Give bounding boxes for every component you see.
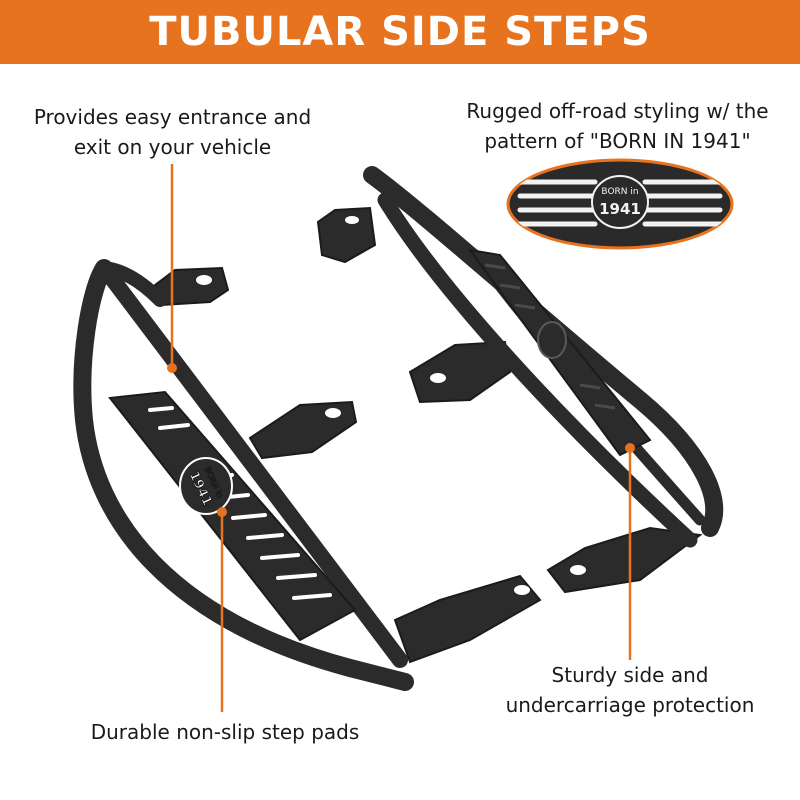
right-badge	[537, 321, 567, 359]
left-side-step: BORN in 1941	[73, 259, 542, 691]
right-bracket-front	[546, 526, 703, 594]
callout-easy-entrance: Provides easy entrance and exit on your …	[10, 102, 335, 162]
callout-side-protection: Sturdy side and undercarriage protection	[480, 660, 780, 720]
left-step-slots	[148, 406, 332, 600]
callout-easy-entrance-line1: Provides easy entrance and	[33, 105, 312, 129]
callout-rugged-styling-line1: Rugged off-road styling w/ the	[466, 99, 769, 123]
callout-side-protection-line1: Sturdy side and	[551, 663, 709, 687]
inset-badge	[591, 175, 649, 229]
leader-dot-side-protection	[625, 443, 635, 453]
callout-rugged-styling-line2: pattern of "BORN IN 1941"	[484, 129, 751, 153]
inset-badge-line2: 1941	[599, 200, 641, 218]
inset-slots	[517, 179, 723, 227]
left-outer-tube	[73, 259, 414, 691]
left-upper-tube	[97, 261, 167, 307]
callout-step-pads-line1: Durable non-slip step pads	[90, 720, 360, 744]
page-title: TUBULAR SIDE STEPS	[149, 9, 651, 55]
right-step-slots	[484, 263, 616, 410]
callout-leaders	[167, 164, 635, 712]
left-inner-tube	[96, 260, 408, 668]
leader-dot-step-pads	[217, 507, 227, 517]
inset-detail: BORN in 1941	[506, 158, 734, 250]
left-badge	[179, 457, 233, 515]
callout-step-pads: Durable non-slip step pads	[60, 717, 390, 747]
leader-dot-easy-entrance	[167, 363, 177, 373]
right-outer-tube	[363, 166, 724, 537]
callout-side-protection-line2: undercarriage protection	[505, 693, 755, 717]
right-bracket-rear	[316, 206, 377, 264]
right-bracket-middle	[408, 340, 512, 404]
left-bracket-middle	[248, 400, 358, 460]
inset-badge-line1: BORN in	[601, 187, 638, 197]
callout-easy-entrance-line2: exit on your vehicle	[73, 135, 272, 159]
right-side-step	[316, 166, 724, 594]
title-banner: TUBULAR SIDE STEPS	[0, 0, 800, 64]
callout-rugged-styling: Rugged off-road styling w/ the pattern o…	[440, 96, 795, 156]
right-inner-tube	[377, 192, 698, 548]
left-bracket-front	[393, 574, 542, 664]
